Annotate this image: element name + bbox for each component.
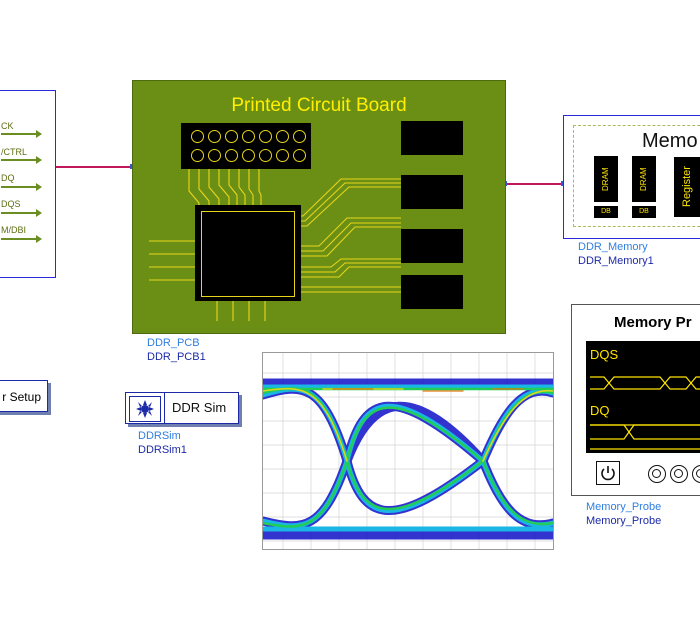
setup-button[interactable]: r Setup — [0, 380, 48, 412]
memory-instance-type: DDR_Memory — [578, 241, 648, 253]
signal-label-dqs: DQS — [1, 199, 21, 209]
ddr-sim-button[interactable]: DDR Sim — [125, 392, 239, 424]
pcb-instance-type: DDR_PCB — [147, 337, 200, 349]
probe-scope-display: DQS DQ — [586, 341, 700, 453]
pcb-memory-chip-2 — [401, 175, 463, 209]
memory-module-outline: Memo DRAM DB DRAM DB Register — [573, 125, 700, 227]
pcb-traces — [149, 169, 401, 321]
memory-title: Memo — [642, 130, 698, 152]
eye-diagram — [258, 352, 558, 550]
ddr-sim-label: DDR Sim — [172, 400, 227, 415]
probe-waveforms — [590, 376, 700, 450]
pcb-main-chip — [195, 205, 301, 301]
pcb-memory-chip-3 — [401, 229, 463, 263]
probe-instance-name: Memory_Probe — [586, 515, 662, 527]
pcb-instance-name: DDR_PCB1 — [147, 351, 206, 363]
controller-component[interactable]: CK /CTRL DQ DQS M/DBI — [0, 90, 56, 278]
wire-pcb-to-memory — [504, 183, 564, 185]
signal-arrow-mdbi — [1, 235, 42, 243]
pcb-memory-chip-1 — [401, 121, 463, 155]
eye-diagram-plot — [258, 353, 558, 549]
register-chip: Register — [674, 157, 700, 217]
signal-arrow-dq — [1, 183, 42, 191]
pcb-component[interactable]: Printed Circuit Board — [132, 80, 506, 334]
signal-label-mdbi: M/DBI — [1, 225, 27, 235]
ddr-sim-logo-icon — [129, 396, 161, 422]
ddr-sim-divider — [164, 393, 165, 423]
ddr-sim-instance-type: DDRSim — [138, 430, 181, 442]
probe-dq-label: DQ — [590, 403, 610, 418]
pcb-title: Printed Circuit Board — [231, 95, 407, 116]
memory-probe-component[interactable]: Memory Pr DQS DQ — [571, 304, 700, 496]
db-chip-1: DB — [594, 206, 618, 218]
signal-label-ck: CK — [1, 121, 14, 131]
signal-arrow-ctrl — [1, 156, 42, 164]
probe-instance-type: Memory_Probe — [586, 501, 662, 513]
signal-arrow-dqs — [1, 209, 42, 217]
dram-chip-1: DRAM — [594, 156, 618, 202]
probe-knob-3[interactable] — [692, 465, 700, 483]
probe-knob-1[interactable] — [648, 465, 666, 483]
probe-dqs-label: DQS — [590, 347, 619, 362]
memory-component[interactable]: Memo DRAM DB DRAM DB Register — [563, 115, 700, 239]
wire-controller-to-pcb — [55, 166, 133, 168]
db-chip-2: DB — [632, 206, 656, 218]
power-button[interactable] — [596, 461, 620, 485]
signal-arrow-ck — [1, 130, 42, 138]
memory-probe-title: Memory Pr — [614, 314, 692, 331]
probe-knob-2[interactable] — [670, 465, 688, 483]
dram-chip-2: DRAM — [632, 156, 656, 202]
signal-label-ctrl: /CTRL — [1, 147, 28, 157]
memory-instance-name: DDR_Memory1 — [578, 255, 654, 267]
signal-label-dq: DQ — [1, 173, 15, 183]
pcb-memory-chip-4 — [401, 275, 463, 309]
pcb-connector — [181, 123, 311, 169]
ddr-sim-instance-name: DDRSim1 — [138, 444, 187, 456]
power-icon — [601, 466, 615, 481]
